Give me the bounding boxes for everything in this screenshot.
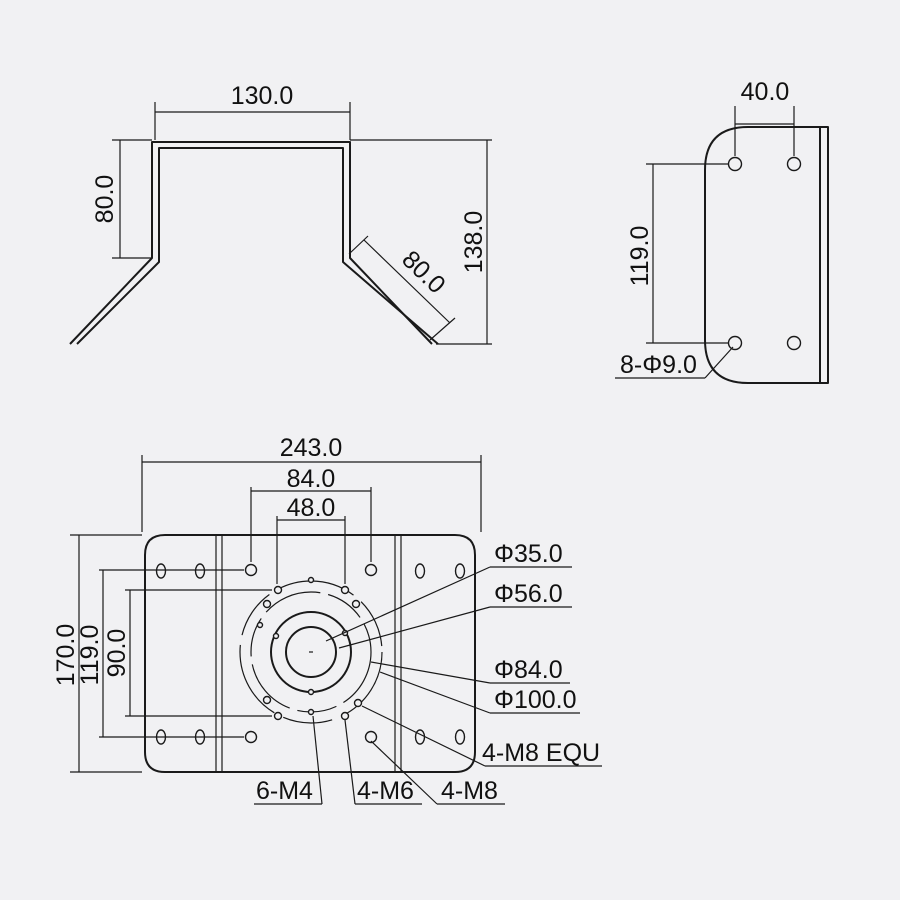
m8-hole <box>244 730 258 744</box>
side-hole <box>786 335 802 351</box>
m6-holes <box>262 585 363 721</box>
dim-left-height: 80.0 <box>91 175 119 224</box>
dim-total-width: 243.0 <box>280 434 343 462</box>
bracket-profile-inner <box>76 147 439 345</box>
dim-inner-width: 84.0 <box>287 465 336 493</box>
side-hole <box>727 156 743 172</box>
dim-slant-length: 80.0 <box>396 245 450 299</box>
callout-leaders <box>254 566 602 805</box>
dim-inner-height-plan: 90.0 <box>103 629 131 678</box>
m8-hole <box>364 730 378 744</box>
m8-hole <box>364 563 378 577</box>
dim-vertical-spacing: 119.0 <box>626 226 654 287</box>
callout-side-holes: 8-Φ9.0 <box>620 351 697 379</box>
dim-total-height: 138.0 <box>460 211 488 274</box>
m4-holes <box>256 576 349 716</box>
side-hole <box>786 156 802 172</box>
dim-mid-height-plan: 119.0 <box>76 625 104 686</box>
callout-m8-equ: 4-M8 EQU <box>482 739 600 767</box>
callout-m8: 4-M8 <box>441 777 498 805</box>
plate-outline <box>144 534 476 773</box>
dim-top-width: 130.0 <box>231 82 294 110</box>
side-hole <box>727 335 743 351</box>
side-plate-outline <box>704 126 829 384</box>
dim-center-width: 48.0 <box>287 494 336 522</box>
callout-d84: Φ84.0 <box>494 656 563 684</box>
center-hole-35 <box>285 626 337 678</box>
callout-m4: 6-M4 <box>256 777 313 805</box>
flange-slots <box>155 563 466 745</box>
m8-hole <box>244 563 258 577</box>
callout-m6: 4-M6 <box>357 777 414 805</box>
callout-d100: Φ100.0 <box>494 686 577 714</box>
callout-d35: Φ35.0 <box>494 540 563 568</box>
dim-total-height-plan: 170.0 <box>52 624 80 687</box>
front-view: 130.0 80.0 138.0 80.0 <box>69 82 492 345</box>
callout-d56: Φ56.0 <box>494 580 563 608</box>
plan-view: 243.0 84.0 48.0 170.0 119.0 90.0 <box>52 434 602 805</box>
side-view: 40.0 119.0 8-Φ9.0 <box>615 78 829 384</box>
bracket-profile-outer <box>69 141 433 345</box>
dim-hole-spacing: 40.0 <box>741 78 790 106</box>
